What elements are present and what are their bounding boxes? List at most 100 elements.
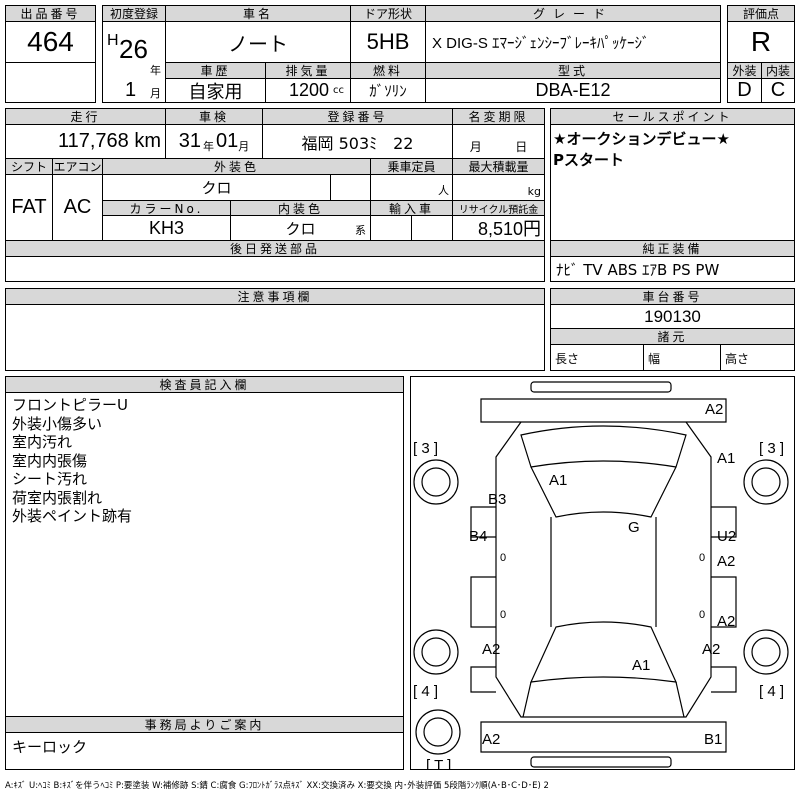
color-no: KH3: [102, 215, 231, 241]
damage-mark: A2: [717, 553, 736, 570]
notes-label: 注意事項欄: [5, 288, 545, 305]
inspector-line: 室内汚れ: [12, 433, 73, 451]
reg-month: 1: [125, 79, 137, 101]
int-color-suffix: 系: [355, 224, 366, 237]
first-reg-month: 1 月: [102, 78, 166, 103]
inspector-line: 室内内張傷: [12, 451, 88, 470]
inspector-line: シート汚れ: [12, 470, 88, 488]
ext-score-label: 外装: [727, 62, 762, 79]
inspection-year: 31: [178, 130, 201, 152]
plate: 福岡 503ﾐ 22: [262, 124, 453, 159]
color-no-label: カラーNo.: [102, 200, 231, 216]
fuel-label: 燃料: [350, 62, 426, 79]
model-label: 型式: [425, 62, 721, 79]
inspector-line: 外装ペイント跡有: [12, 507, 133, 525]
office-note: キーロック: [5, 732, 404, 770]
era: H: [107, 32, 119, 49]
damage-mark: A1: [632, 657, 651, 674]
grade-label: グレード: [425, 5, 721, 22]
score-label: 評価点: [727, 5, 795, 22]
int-color: クロ 系: [230, 215, 371, 241]
history: 自家用: [165, 78, 266, 103]
spec-length: 長さ: [550, 344, 644, 371]
import-label: 輸入車: [370, 200, 453, 216]
equipment-label: 純正装備: [550, 240, 795, 257]
car-name: ノート: [165, 21, 351, 63]
int-score: C: [761, 78, 795, 103]
inspection-month: 01: [216, 130, 239, 152]
notes: [5, 304, 545, 371]
door-label: ドア形状: [350, 5, 426, 22]
capacity-label: 乗車定員: [370, 158, 453, 175]
damage-mark: A2: [717, 613, 736, 630]
displacement-value: 1200: [288, 80, 329, 100]
mileage: 117,768 km: [5, 124, 166, 159]
aircon-label: エアコン: [52, 158, 103, 175]
name-change-month: 月: [469, 140, 482, 154]
displacement: 1200 cc: [265, 78, 351, 103]
grade: X DIG-S ｴﾏｰｼﾞｪﾝｼｰﾌﾞﾚｰｷﾊﾟｯｹｰｼﾞ: [425, 21, 721, 63]
inspection-month-unit: 月: [238, 139, 250, 153]
damage-mark: G: [628, 519, 640, 536]
ext-color-extra: [330, 174, 371, 201]
year-unit: 年: [150, 64, 161, 77]
inspector-line: 外装小傷多い: [12, 414, 103, 433]
damage-mark: 0: [699, 609, 706, 621]
damage-mark: A2: [482, 641, 501, 658]
inspection-year-unit: 年: [203, 139, 214, 153]
car-outline-icon: [413, 381, 789, 768]
sales-points: ★オークションデビュー★ Pスタート: [550, 124, 795, 241]
int-color-value: クロ: [285, 219, 316, 238]
import-b: [411, 215, 453, 241]
history-label: 車歴: [165, 62, 266, 79]
fuel: ｶﾞｿﾘﾝ: [350, 78, 426, 103]
damage-diagram: A2 [ 3 ] [ 3 ] A1 A1 B3 G B4 U2 A2 A2 A2…: [410, 376, 795, 770]
legend: A:ｷｽﾞ U:ﾍｺﾐ B:ｷｽﾞを伴うﾍｺﾐ P:要塗装 W:補修跡 S:錆 …: [5, 781, 549, 791]
inspector-line: 荷室内張割れ: [12, 488, 103, 507]
damage-mark: [ T ]: [426, 757, 452, 770]
shift: FAT: [5, 174, 53, 241]
spec-width: 幅: [643, 344, 721, 371]
damage-mark: 0: [699, 552, 706, 564]
damage-mark: 0: [500, 552, 507, 564]
ext-color: クロ: [102, 174, 331, 201]
damage-mark: A1: [549, 472, 568, 489]
sales-point: ★オークションデビュー★: [553, 130, 730, 148]
int-color-label: 内装色: [230, 200, 371, 216]
damage-mark: A2: [482, 731, 501, 748]
max-load-label: 最大積載量: [452, 158, 545, 175]
chassis-label: 車台番号: [550, 288, 795, 305]
name-change-label: 名変期限: [452, 108, 545, 125]
specs-label: 諸元: [550, 328, 795, 345]
lot-label: 出品番号: [5, 5, 96, 22]
name-change: 月日: [452, 124, 545, 159]
sales-point: Pスタート: [553, 151, 624, 169]
chassis-number: 190130: [550, 304, 795, 329]
damage-mark: A2: [702, 641, 721, 658]
damage-mark: B1: [704, 731, 723, 748]
displacement-unit: cc: [333, 85, 344, 96]
later-parts-label: 後日発送部品: [5, 240, 545, 257]
ext-color-label: 外装色: [102, 158, 371, 175]
lot-number: 464: [5, 21, 96, 63]
damage-mark: U2: [717, 528, 737, 545]
inspector-notes: フロントピラーU 外装小傷多い 室内汚れ 室内内張傷 シート汚れ 荷室内張割れ …: [5, 392, 404, 717]
recycle: 8,510円: [452, 215, 545, 241]
damage-mark: [ 3 ]: [413, 440, 439, 457]
inspection-label: 車検: [165, 108, 263, 125]
spec-height: 高さ: [720, 344, 795, 371]
recycle-label: リサイクル預託金: [452, 200, 545, 216]
sales-points-label: セールスポイント: [550, 108, 795, 125]
capacity-unit: 人: [370, 174, 453, 201]
score: R: [727, 21, 795, 63]
car-name-label: 車名: [165, 5, 351, 22]
plate-label: 登録番号: [262, 108, 453, 125]
inspector-line: フロントピラーU: [12, 396, 128, 414]
door-type: 5HB: [350, 21, 426, 63]
office-label: 事務局よりご案内: [5, 716, 404, 733]
aircon: AC: [52, 174, 103, 241]
import-a: [370, 215, 412, 241]
int-score-label: 内装: [761, 62, 795, 79]
name-change-day: 日: [515, 140, 528, 154]
shift-label: シフト: [5, 158, 53, 175]
